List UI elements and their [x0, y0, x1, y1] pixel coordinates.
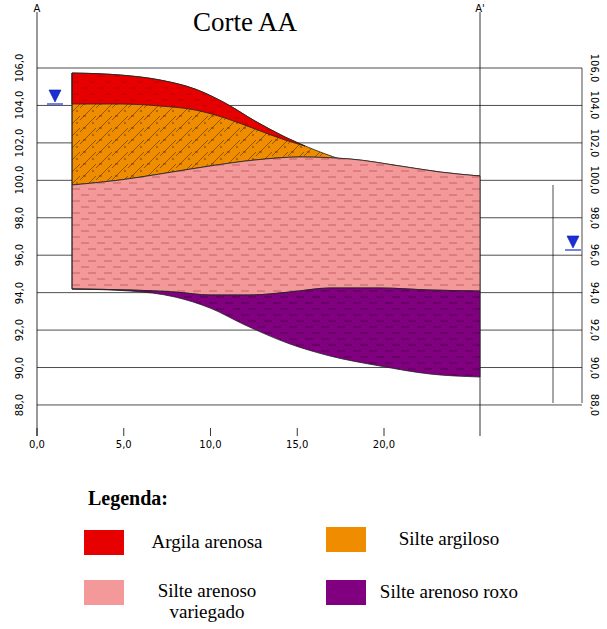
legend-label: Silte arenoso variegado	[132, 581, 282, 623]
legend-heading: Legenda:	[88, 487, 168, 510]
elevation-tick: 106,0	[14, 54, 25, 83]
elevation-tick: 92,0	[589, 319, 600, 341]
variegated-silt-layer	[72, 157, 480, 295]
elevation-tick: 100,0	[589, 166, 600, 195]
distance-tick: 15,0	[286, 439, 308, 450]
legend-label: Silte argiloso	[374, 529, 524, 550]
distance-tick: 10,0	[199, 439, 221, 450]
elevation-tick: 96,0	[14, 244, 25, 266]
elevation-tick: 102,0	[589, 129, 600, 158]
elevation-tick: 94,0	[14, 281, 25, 303]
elevation-tick: 96,0	[589, 244, 600, 266]
water-table	[565, 236, 581, 250]
distance-tick: 5,0	[116, 439, 132, 450]
elevation-tick: 94,0	[589, 281, 600, 303]
legend-swatch	[84, 580, 124, 605]
sandy-clay-layer	[72, 73, 305, 146]
section-end: A'	[475, 3, 485, 14]
elevation-tick: 90,0	[589, 356, 600, 378]
elevation-tick: 100,0	[14, 166, 25, 195]
section-end: A	[34, 3, 41, 14]
legend-swatch	[84, 530, 124, 555]
elevation-tick: 88,0	[589, 394, 600, 416]
distance-tick: 0,0	[29, 439, 45, 450]
legend-swatch	[326, 580, 366, 605]
elevation-tick: 104,0	[14, 91, 25, 120]
distance-tick: 20,0	[373, 439, 395, 450]
purple-silt-layer	[72, 288, 480, 377]
water-table	[47, 90, 63, 104]
elevation-tick: 98,0	[14, 207, 25, 229]
elevation-tick: 104,0	[589, 91, 600, 120]
elevation-tick: 106,0	[589, 54, 600, 83]
legend-label: Argila arenosa	[132, 532, 282, 553]
legend-swatch	[326, 527, 366, 552]
elevation-tick: 102,0	[14, 129, 25, 158]
elevation-tick: 88,0	[14, 394, 25, 416]
elevation-tick: 92,0	[14, 319, 25, 341]
grid	[37, 12, 582, 436]
legend-label: Silte arenoso roxo	[374, 582, 524, 603]
elevation-tick: 98,0	[589, 207, 600, 229]
elevation-tick: 90,0	[14, 356, 25, 378]
section-title: Corte AA	[193, 7, 297, 38]
